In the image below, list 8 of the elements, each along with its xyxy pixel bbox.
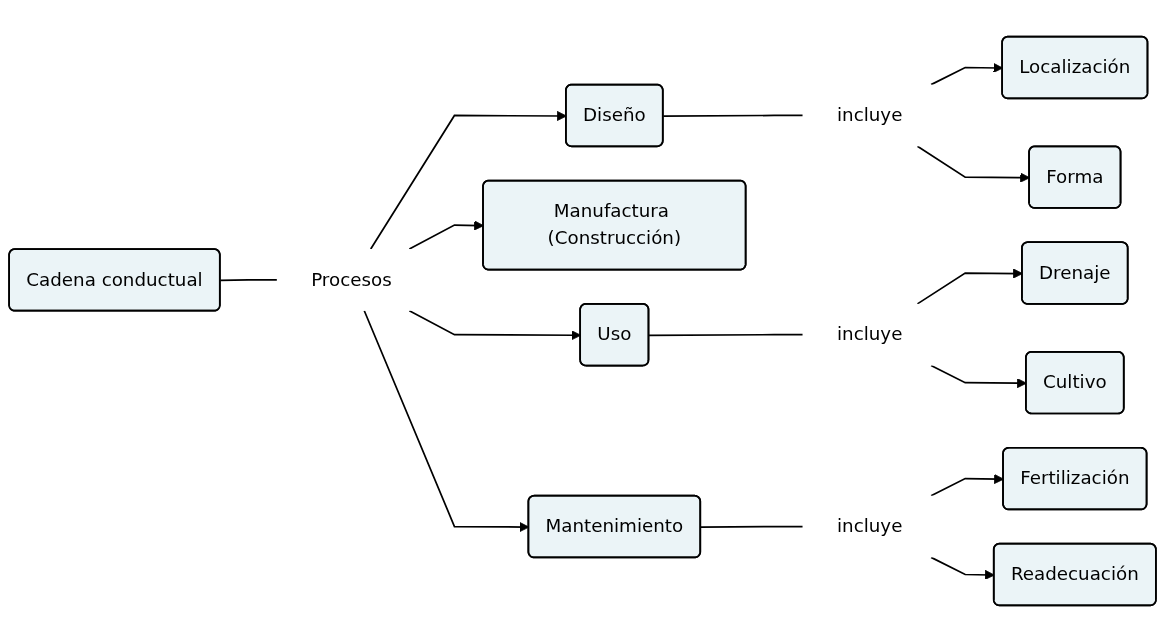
node-text: incluye xyxy=(836,104,903,126)
node-text: incluye xyxy=(836,323,903,345)
node-text: Procesos xyxy=(311,268,392,291)
connector xyxy=(648,333,804,337)
connector xyxy=(219,279,278,282)
connector xyxy=(700,525,804,528)
connector xyxy=(662,114,804,117)
node-text: incluye xyxy=(836,515,903,537)
